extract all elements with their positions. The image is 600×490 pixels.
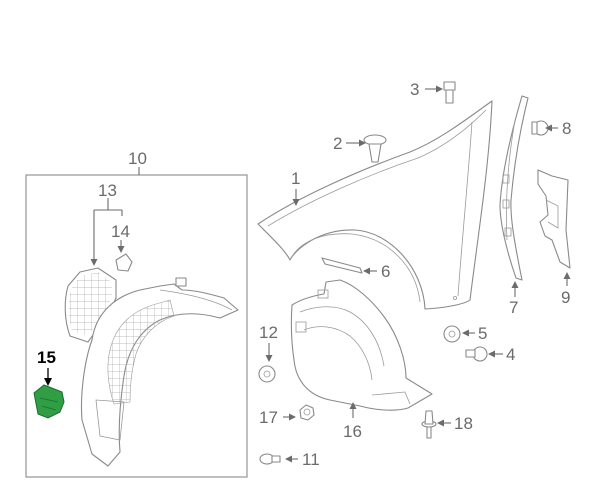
leader-lines xyxy=(44,85,571,463)
rivet-18[interactable] xyxy=(421,410,437,439)
callout-2[interactable]: 2 xyxy=(333,134,343,153)
clip-14[interactable] xyxy=(115,253,133,272)
callout-12[interactable]: 12 xyxy=(259,323,278,342)
callout-15[interactable]: 15 xyxy=(37,348,56,367)
clip-8[interactable] xyxy=(531,120,549,136)
callout-1[interactable]: 1 xyxy=(291,169,301,188)
molding-6[interactable] xyxy=(321,257,363,274)
nut-17[interactable] xyxy=(299,404,315,421)
bolt-3[interactable] xyxy=(443,81,456,104)
callout-8[interactable]: 8 xyxy=(562,119,572,138)
clip-11[interactable] xyxy=(259,453,281,465)
callout-13[interactable]: 13 xyxy=(98,181,117,200)
bolt-4[interactable] xyxy=(465,346,488,362)
rear-wheel-liner[interactable] xyxy=(290,279,433,411)
callout-3[interactable]: 3 xyxy=(410,80,420,99)
highlighted-part-15[interactable] xyxy=(33,384,65,419)
callout-17[interactable]: 17 xyxy=(259,408,278,427)
callout-16[interactable]: 16 xyxy=(343,422,362,441)
front-liner-segment[interactable] xyxy=(64,267,117,343)
nut-5[interactable] xyxy=(443,325,461,343)
callout-18[interactable]: 18 xyxy=(454,414,473,433)
callout-5[interactable]: 5 xyxy=(478,324,488,343)
fender-panel[interactable] xyxy=(257,100,493,310)
nut-12[interactable] xyxy=(258,365,276,383)
callout-4[interactable]: 4 xyxy=(506,345,516,364)
callout-7[interactable]: 7 xyxy=(509,298,519,317)
callout-9[interactable]: 9 xyxy=(561,288,571,307)
callout-10[interactable]: 10 xyxy=(128,149,147,168)
main-wheel-liner[interactable] xyxy=(80,277,239,467)
callout-11[interactable]: 11 xyxy=(302,450,320,469)
callout-6[interactable]: 6 xyxy=(381,262,391,281)
mounting-bracket[interactable] xyxy=(537,169,571,269)
group-box-10 xyxy=(25,174,248,478)
pillar-seal-strip[interactable] xyxy=(499,95,529,281)
callout-14[interactable]: 14 xyxy=(111,222,130,241)
clip-2[interactable] xyxy=(363,134,387,163)
